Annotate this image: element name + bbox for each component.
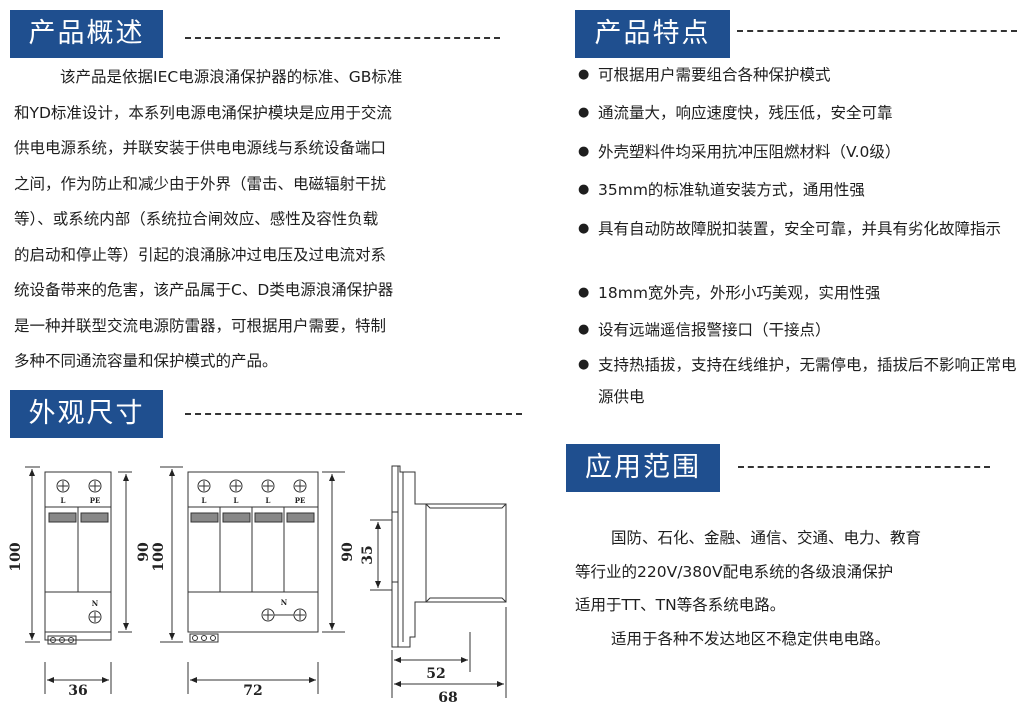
drawing-four-module — [160, 466, 345, 694]
overview-title: 产品概述 — [28, 18, 145, 49]
dim1-inner-label: 90 — [136, 542, 152, 562]
application-divider — [738, 466, 990, 468]
application-line: 等行业的220V/380V配电系统的各级浪涌保护 — [575, 562, 894, 581]
dimensions-divider — [185, 413, 522, 415]
dim2-terminal-n: N — [281, 598, 288, 607]
application-header: 应用范围 — [566, 444, 720, 492]
dim2-terminal-l3: L — [266, 496, 271, 505]
feature-item: 设有远端遥信报警接口（干接点） — [578, 317, 1018, 343]
dim2-terminal-l1: L — [202, 496, 207, 505]
overview-line: 等）、或系统内部（系统拉合闸效应、感性及容性负载 — [14, 210, 379, 228]
overview-line: 是一种并联型交流电源防雷器，可根据用户需要，特制 — [14, 316, 387, 335]
dim1-height-label: 100 — [8, 542, 24, 571]
feature-item: 通流量大，响应速度快，残压低，安全可靠 — [578, 100, 1018, 126]
application-line: 国防、石化、金融、通信、交通、电力、教育 — [611, 529, 922, 547]
overview-line: 供电电源系统，并联安装于供电电源线与系统设备端口 — [14, 139, 387, 157]
feature-item: 具有自动防故障脱扣装置，安全可靠，并具有劣化故障指示 — [578, 213, 1018, 245]
features-header: 产品特点 — [575, 10, 730, 58]
drawing-single-module — [25, 466, 132, 694]
dimensions-header: 外观尺寸 — [10, 390, 163, 438]
overview-line: 该产品是依据IEC电源浪涌保护器的标准、GB标准 — [60, 68, 403, 86]
dimension-drawings: 100 90 36 L PE N 100 90 72 — [8, 465, 507, 706]
overview-text: 该产品是依据IEC电源浪涌保护器的标准、GB标准 和YD标准设计，本系列电源电涌… — [14, 60, 464, 380]
feature-item: 18mm宽外壳，外形小巧美观，实用性强 — [578, 280, 1018, 306]
overview-header: 产品概述 — [10, 10, 163, 58]
application-line: 适用于TT、TN等各系统电路。 — [575, 596, 786, 614]
dim3-depth-label: 68 — [438, 690, 457, 706]
feature-item: 可根据用户需要组合各种保护模式 — [578, 62, 1018, 88]
dim2-height-label: 100 — [151, 542, 167, 571]
overview-line: 多种不同通流容量和保护模式的产品。 — [14, 352, 278, 370]
dimensions-title: 外观尺寸 — [28, 398, 145, 429]
application-title: 应用范围 — [585, 452, 701, 483]
dim2-terminal-l2: L — [234, 496, 239, 505]
feature-item: 35mm的标准轨道安装方式，通用性强 — [578, 177, 1018, 203]
overview-line: 和YD标准设计，本系列电源电涌保护模块是应用于交流 — [14, 103, 392, 122]
dim2-width-label: 72 — [243, 683, 262, 699]
overview-line: 统设备带来的危害，该产品属于C、D类电源浪涌保护器 — [14, 281, 394, 299]
dim1-terminal-n: N — [92, 599, 99, 608]
dim1-terminal-l: L — [61, 496, 66, 505]
drawing-side-view — [370, 465, 507, 698]
dim1-width-label: 36 — [68, 683, 87, 699]
dim1-terminal-pe: PE — [90, 496, 101, 505]
features-title: 产品特点 — [594, 18, 711, 49]
overview-line: 之间，作为防止和减少由于外界（雷击、电磁辐射干扰 — [14, 174, 387, 193]
application-line: 适用于各种不发达地区不稳定供电电路。 — [611, 629, 891, 648]
dim2-terminal-pe: PE — [295, 496, 306, 505]
overview-line: 的启动和停止等）引起的浪涌脉冲过电压及过电流对系 — [14, 245, 387, 264]
dim3-inner-depth-label: 52 — [426, 666, 445, 682]
dim2-inner-label: 90 — [340, 542, 356, 562]
feature-item: 支持热插拔，支持在线维护，无需停电，插拔后不影响正常电源供电 — [578, 349, 1018, 413]
feature-item: 外壳塑料件均采用抗冲压阻燃材料（V.0级） — [578, 139, 1018, 165]
dim3-rail-label: 35 — [360, 545, 376, 564]
overview-divider — [185, 37, 500, 39]
features-divider — [737, 30, 1017, 32]
application-text: 国防、石化、金融、通信、交通、电力、教育 等行业的220V/380V配电系统的各… — [575, 522, 1015, 656]
